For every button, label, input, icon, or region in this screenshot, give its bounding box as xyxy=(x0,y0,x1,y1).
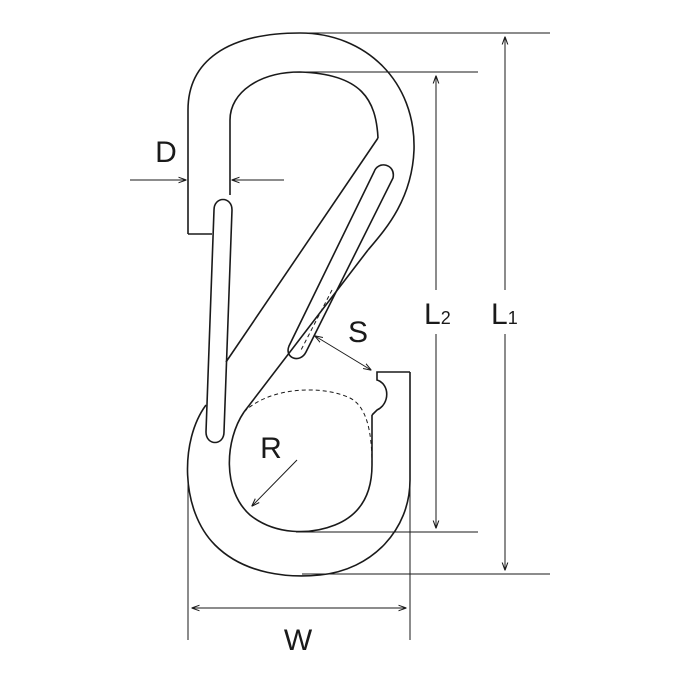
dimension-S: S xyxy=(315,316,371,370)
L1-label-sub: 1 xyxy=(508,308,518,328)
S-dim-line xyxy=(315,336,371,370)
gate-bar-left xyxy=(205,198,233,444)
L1-label-main: L xyxy=(491,298,508,331)
dimension-L1: L1 xyxy=(302,32,550,575)
dimension-W: W xyxy=(187,478,411,657)
dimension-D: D xyxy=(130,136,284,180)
L1-label-bg xyxy=(490,290,530,334)
L2-label-bg xyxy=(420,290,468,334)
R-label: R xyxy=(260,432,282,465)
L2-label-sub: 2 xyxy=(441,308,451,328)
D-label: D xyxy=(155,136,177,169)
L2-label: L2 xyxy=(424,298,451,331)
L2-label-main: L xyxy=(424,298,441,331)
dimension-R: R xyxy=(252,432,298,506)
L1-label: L1 xyxy=(491,298,518,331)
inner-circle-hidden xyxy=(243,389,373,466)
bottom-hook-outer xyxy=(186,372,411,577)
spring-gate xyxy=(205,164,395,444)
W-label: W xyxy=(284,624,313,657)
R-dim-line xyxy=(252,459,298,506)
top-loop-inner xyxy=(229,71,379,180)
bottom-hook-inner xyxy=(228,411,373,533)
hook-nose xyxy=(371,371,410,416)
hook-body xyxy=(186,32,415,577)
dimension-L2: L2 xyxy=(296,71,478,533)
gate-bar-diagonal xyxy=(287,164,395,360)
top-loop-outer xyxy=(187,32,415,251)
gate-hidden-line xyxy=(299,289,333,353)
spine-upper-edge xyxy=(225,137,379,363)
S-label: S xyxy=(348,316,368,349)
spine-lower-edge xyxy=(243,249,369,413)
